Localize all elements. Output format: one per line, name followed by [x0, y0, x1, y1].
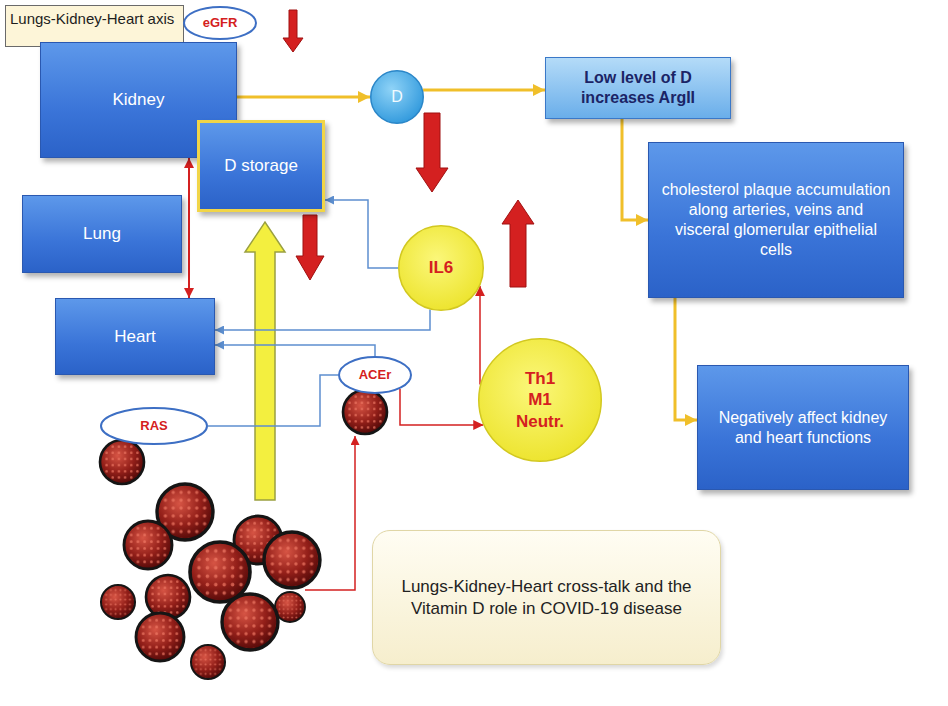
- connector-arrow: [675, 298, 697, 420]
- ellipse-shape: [479, 339, 602, 462]
- connector-arrow: [479, 286, 481, 384]
- virus-particle: [264, 532, 320, 588]
- vitamin-circle: D: [370, 70, 424, 124]
- connector-arrow: [215, 345, 375, 356]
- ellipse-shape: [339, 357, 411, 393]
- connector-arrow: [188, 158, 190, 298]
- effect-box: Low level of D increases ArgII: [545, 57, 731, 119]
- node-text: D: [391, 87, 403, 107]
- virus-particle: [100, 440, 144, 484]
- node-text: eGFR: [203, 15, 238, 31]
- depletion-arrow: [245, 222, 285, 500]
- decrease-arrow: [296, 215, 324, 280]
- node-text: RAS: [140, 418, 167, 434]
- node-text: D storage: [224, 155, 298, 176]
- virus-particle: [191, 645, 225, 679]
- virus-particle: [190, 542, 250, 602]
- effect-box: Negatively affect kidney and heart funct…: [697, 365, 909, 490]
- system-ellipse: RAS: [100, 407, 208, 445]
- node-text: Lungs-Kidney-Heart cross-talk and the Vi…: [389, 576, 704, 619]
- connector-arrow: [400, 389, 483, 425]
- marker-ellipse: eGFR: [183, 6, 257, 40]
- increase-arrow: [502, 200, 534, 287]
- virus-particle: [343, 390, 387, 434]
- node-text: Kidney: [113, 89, 165, 110]
- decrease-arrow: [416, 113, 448, 192]
- connector-arrow: [208, 375, 338, 426]
- node-text: ACEr: [359, 367, 392, 383]
- node-text: IL6: [429, 257, 454, 278]
- node-text: Th1 M1 Neutr.: [504, 368, 576, 432]
- connector-arrow: [423, 89, 545, 92]
- virus-particle: [124, 521, 172, 569]
- ellipse-shape: [371, 71, 424, 124]
- immune-circle: Th1 M1 Neutr.: [478, 338, 602, 462]
- heading-box: Lungs-Kidney-Heart axis: [5, 5, 184, 47]
- virus-particle: [146, 575, 190, 619]
- node-text: Heart: [114, 326, 156, 347]
- ellipse-shape: [399, 226, 484, 311]
- organ-box: Lung: [22, 195, 182, 273]
- virus-particle: [275, 592, 305, 622]
- connector-arrow: [325, 200, 398, 268]
- node-text: cholesterol plaque accumulation along ar…: [661, 180, 891, 260]
- receptor-ellipse: ACEr: [338, 356, 412, 394]
- ellipse-shape: [184, 7, 256, 39]
- storage-box: D storage: [197, 120, 325, 212]
- ellipse-shape: [101, 408, 207, 444]
- node-text: Lung: [83, 223, 121, 244]
- decrease-arrow: [283, 10, 303, 52]
- node-text: Lungs-Kidney-Heart axis: [10, 10, 174, 29]
- node-text: Low level of D increases ArgII: [552, 68, 724, 108]
- cytokine-circle: IL6: [398, 225, 484, 311]
- virus-particle: [101, 585, 135, 619]
- connector-arrow: [215, 310, 430, 330]
- connector-arrow: [622, 119, 648, 220]
- virus-particle: [136, 613, 184, 661]
- virus-particle: [222, 594, 278, 650]
- organ-box: Heart: [55, 298, 215, 375]
- connector-arrow: [237, 96, 370, 99]
- caption-box: Lungs-Kidney-Heart cross-talk and the Vi…: [372, 530, 721, 665]
- effect-box: cholesterol plaque accumulation along ar…: [648, 142, 904, 298]
- node-text: Negatively affect kidney and heart funct…: [710, 408, 896, 448]
